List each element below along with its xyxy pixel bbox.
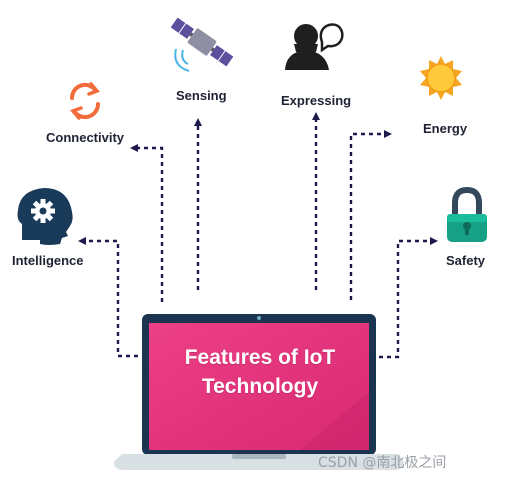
label-expressing: Expressing [281,93,352,108]
arrow-intelligence [78,237,146,358]
sun-icon [420,56,462,100]
label-safety: Safety [446,253,486,268]
satellite-icon [170,17,234,72]
laptop-notch [232,454,286,459]
arrow-safety [379,237,438,359]
connectors [78,112,438,359]
label-energy: Energy [423,121,468,136]
laptop [114,314,404,470]
laptop-base [114,454,404,470]
label-sensing: Sensing [176,88,227,103]
arrow-connectivity [130,144,164,302]
center-title-line2: Technology [201,375,319,398]
center-title: Features of IoT Technology [155,343,365,401]
sync-arrows-icon [69,82,101,120]
label-intelligence: Intelligence [12,253,84,268]
speaking-person-icon [285,23,344,70]
camera-dot [257,316,261,320]
arrow-energy [349,130,392,300]
center-title-line1: Features of IoT [184,346,336,369]
screen-shade [300,392,369,450]
padlock-icon [447,186,487,242]
watermark: CSDN @南北极之间 [318,455,447,471]
label-connectivity: Connectivity [46,130,125,145]
brain-gear-icon [17,188,73,245]
